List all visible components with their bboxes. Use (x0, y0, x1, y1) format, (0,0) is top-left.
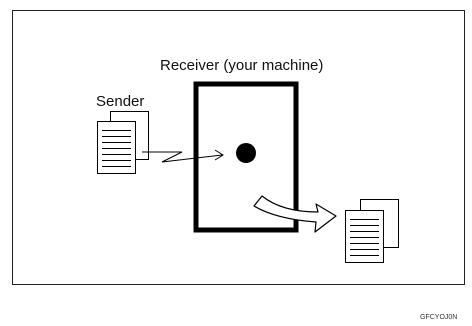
sender-label: Sender (96, 93, 145, 110)
receiver-indicator-dot (236, 143, 256, 163)
figure-code-label: GFCYOJ0N (420, 314, 458, 321)
output-arrow (253, 195, 337, 233)
sender-document-icon (97, 111, 149, 174)
transmission-arrow (142, 149, 224, 163)
receiver-label: Receiver (your machine) (160, 57, 324, 74)
diagram-frame (12, 10, 465, 285)
received-document-icon (345, 199, 399, 263)
